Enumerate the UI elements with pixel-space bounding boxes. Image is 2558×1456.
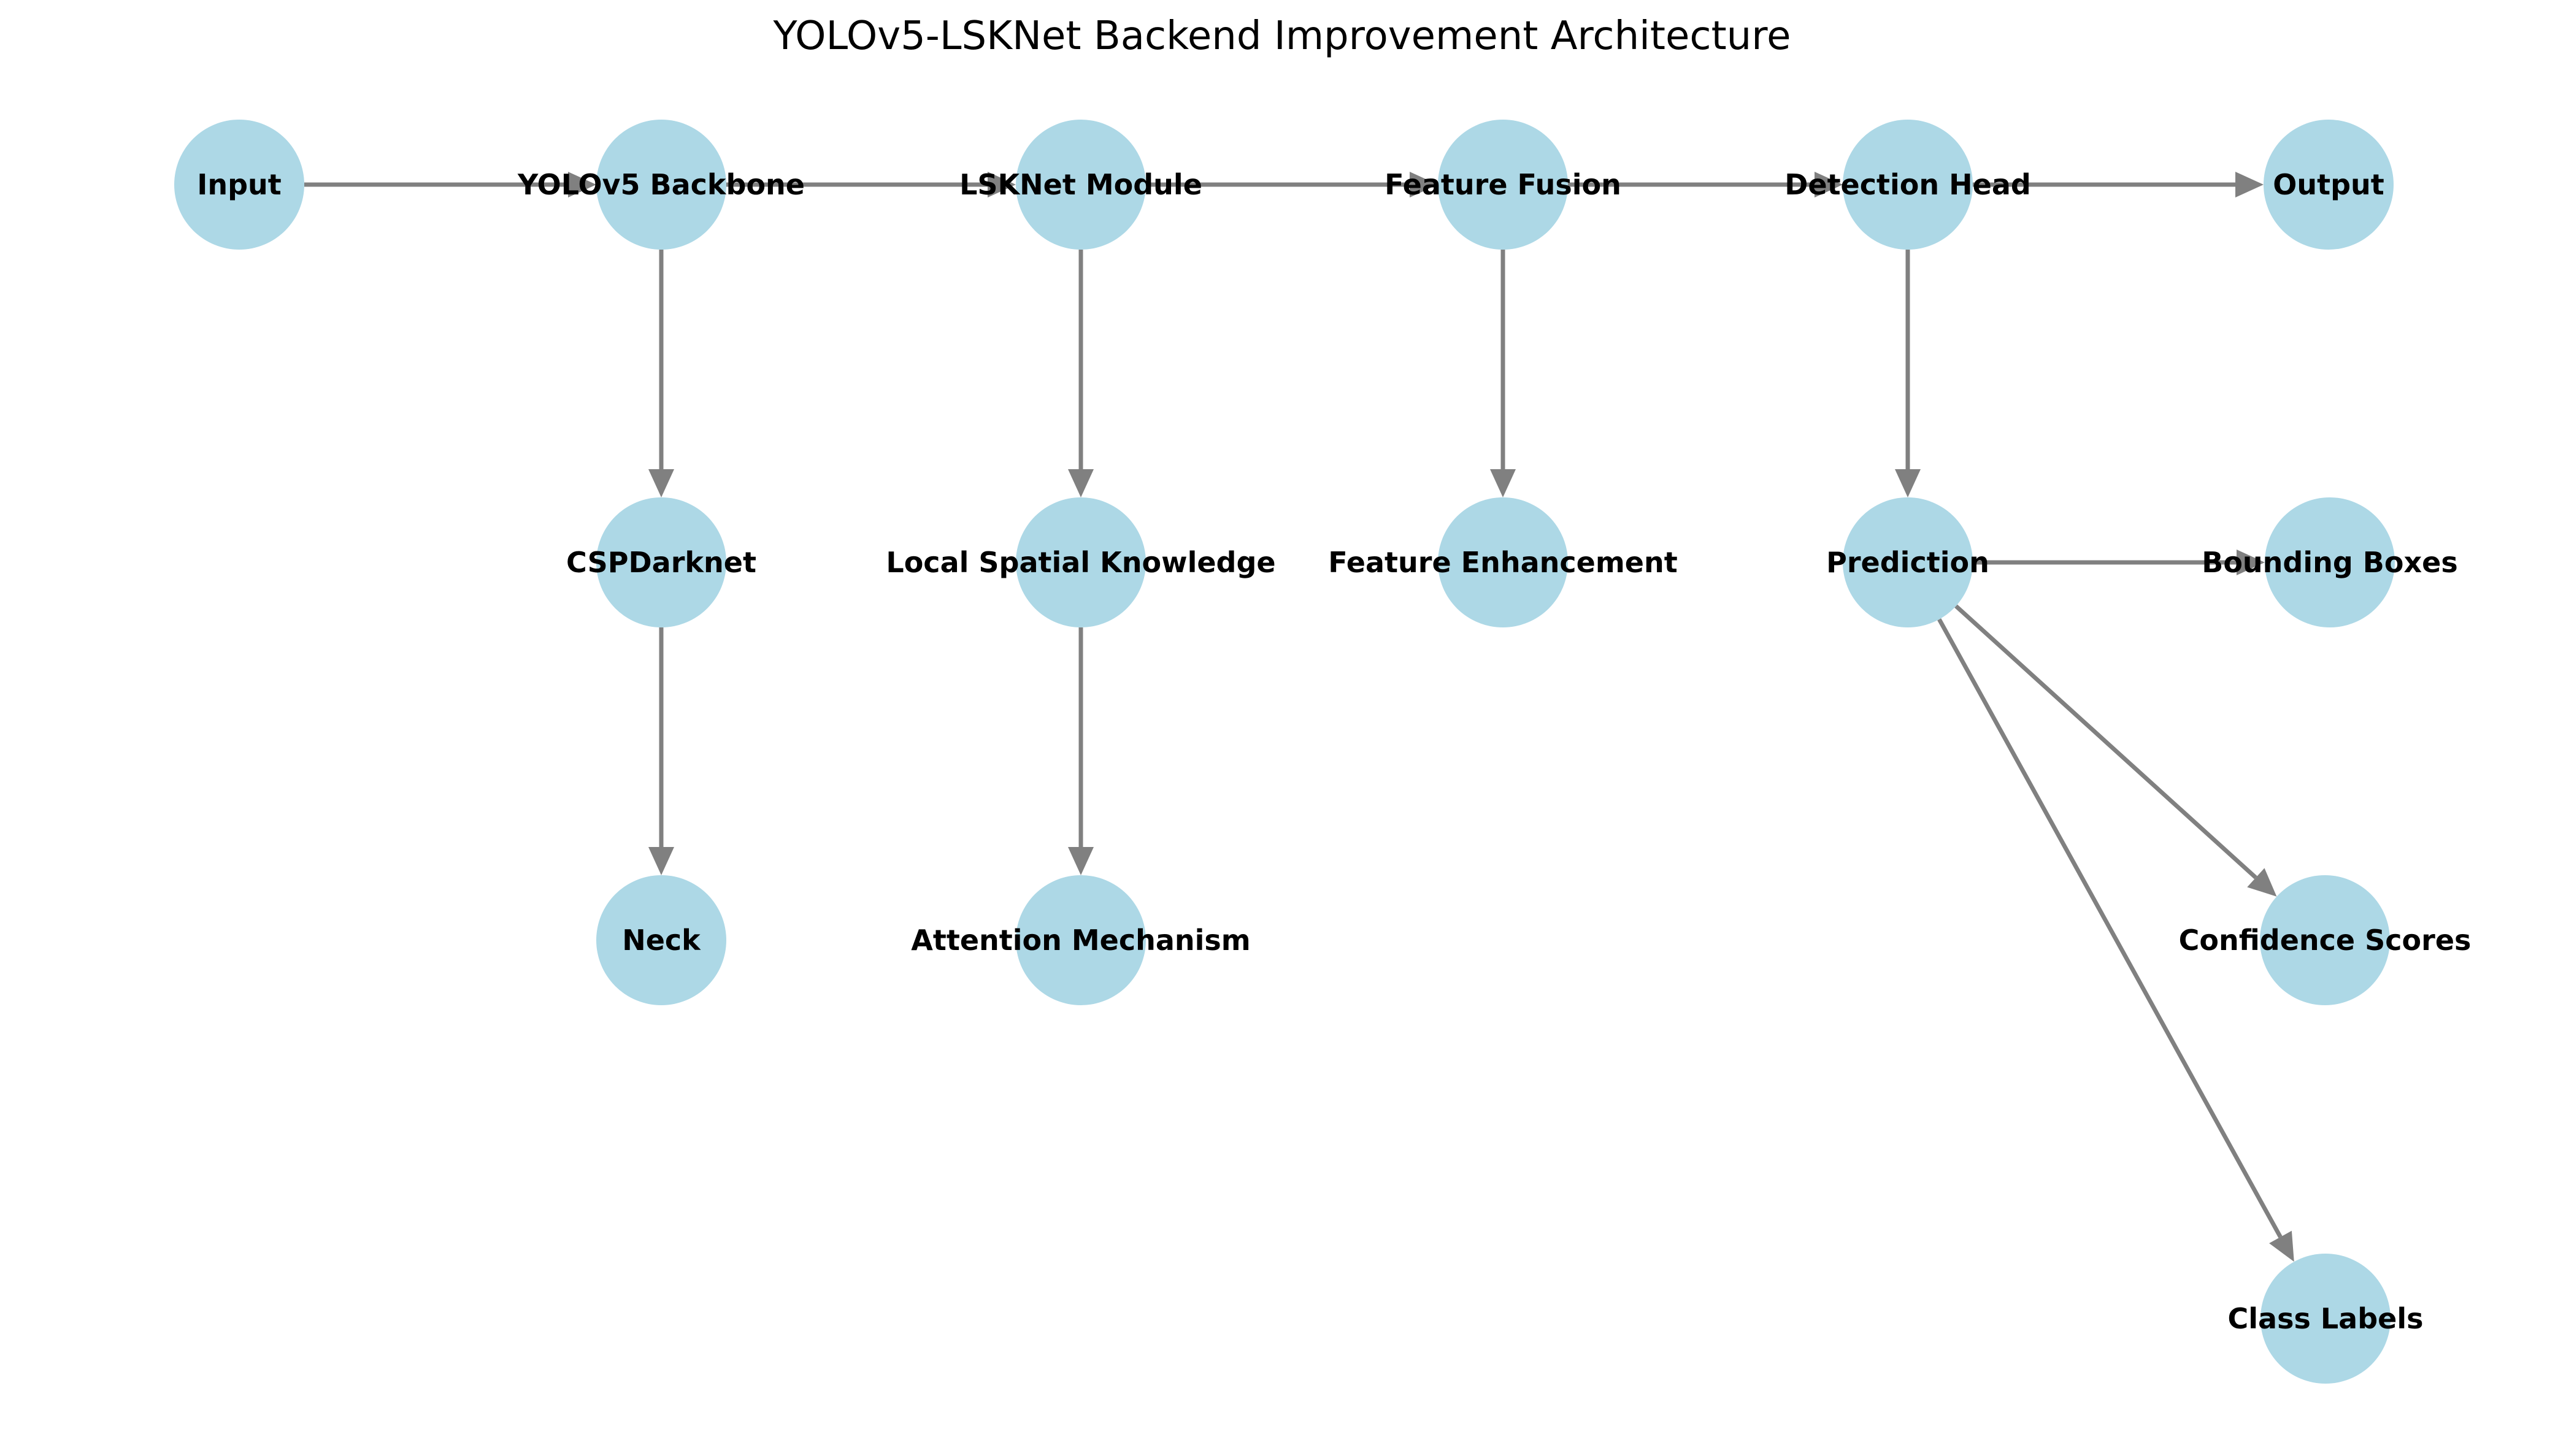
edge-cspdarknet-to-neck	[648, 627, 674, 875]
edge-line	[1954, 604, 2257, 879]
node-circle	[2260, 1254, 2391, 1384]
edge-prediction-to-class-labels	[1937, 618, 2294, 1262]
node-feature-fusion: Feature Fusion	[1385, 120, 1621, 250]
edge-detection-head-to-prediction	[1895, 250, 1921, 497]
edge-lsknet-module-to-local-spatial-knowledge	[1068, 250, 1094, 497]
node-cspdarknet: CSPDarknet	[566, 497, 756, 627]
node-label: Bounding Boxes	[2202, 546, 2457, 579]
edge-detection-head-to-output	[1973, 172, 2264, 197]
node-circle	[2264, 120, 2394, 250]
node-circle	[2265, 497, 2395, 627]
node-circle	[1843, 497, 1973, 627]
arrowhead-icon	[2237, 550, 2265, 575]
node-label: Class Labels	[2228, 1302, 2424, 1335]
node-label: YOLOv5 Backbone	[517, 168, 805, 201]
edge-feature-fusion-to-detection-head	[1568, 172, 1843, 197]
arrowhead-icon	[1410, 172, 1438, 197]
node-circle	[596, 497, 726, 627]
arrowhead-icon	[988, 172, 1016, 197]
node-label: Attention Mechanism	[911, 924, 1251, 957]
node-circle	[1016, 875, 1146, 1005]
node-input: Input	[174, 120, 304, 250]
node-label: Output	[2273, 168, 2384, 201]
arrowhead-icon	[648, 469, 674, 497]
node-label: Feature Fusion	[1385, 168, 1621, 201]
edge-line	[1937, 618, 2283, 1238]
node-circle	[596, 875, 726, 1005]
node-label: Detection Head	[1784, 168, 2031, 201]
node-class-labels: Class Labels	[2228, 1254, 2424, 1384]
node-label: Local Spatial Knowledge	[886, 546, 1275, 579]
arrowhead-icon	[1895, 469, 1921, 497]
node-detection-head: Detection Head	[1784, 120, 2031, 250]
node-output: Output	[2264, 120, 2394, 250]
arrowhead-icon	[1815, 172, 1843, 197]
node-prediction: Prediction	[1826, 497, 1989, 627]
node-bounding-boxes: Bounding Boxes	[2202, 497, 2458, 627]
arrowhead-icon	[1490, 469, 1516, 497]
node-label: Neck	[622, 924, 701, 957]
node-confidence-scores: Confidence Scores	[2179, 875, 2472, 1005]
node-label: Confidence Scores	[2179, 924, 2472, 957]
edge-local-spatial-knowledge-to-attention-mechanism	[1068, 627, 1094, 875]
arrowhead-icon	[2269, 1230, 2294, 1262]
arrowhead-icon	[568, 172, 596, 197]
node-label: CSPDarknet	[566, 546, 756, 579]
node-circle	[1438, 120, 1568, 250]
node-circle	[596, 120, 726, 250]
node-label: Feature Enhancement	[1328, 546, 1677, 579]
node-circle	[174, 120, 304, 250]
arrowhead-icon	[1068, 469, 1094, 497]
arrowhead-icon	[1068, 847, 1094, 875]
node-circle	[1016, 497, 1146, 627]
node-circle	[2260, 875, 2390, 1005]
node-local-spatial-knowledge: Local Spatial Knowledge	[886, 497, 1276, 627]
edges-layer	[304, 172, 2294, 1262]
node-attention-mechanism: Attention Mechanism	[911, 875, 1251, 1005]
node-label: LSKNet Module	[959, 168, 1202, 201]
node-label: Input	[197, 168, 282, 201]
arrowhead-icon	[648, 847, 674, 875]
diagram-title: YOLOv5-LSKNet Backend Improvement Archit…	[772, 13, 1791, 59]
edge-input-to-yolov5-backbone	[304, 172, 596, 197]
arrowhead-icon	[2235, 172, 2264, 197]
edge-lsknet-module-to-feature-fusion	[1146, 172, 1438, 197]
edge-yolov5-backbone-to-lsknet-module	[726, 172, 1016, 197]
node-circle	[1016, 120, 1146, 250]
edge-prediction-to-bounding-boxes	[1973, 550, 2265, 575]
node-circle	[1843, 120, 1973, 250]
arrowhead-icon	[2247, 868, 2277, 897]
edge-prediction-to-confidence-scores	[1954, 604, 2277, 897]
node-circle	[1438, 497, 1568, 627]
edge-feature-fusion-to-feature-enhancement	[1490, 250, 1516, 497]
node-lsknet-module: LSKNet Module	[959, 120, 1202, 250]
node-feature-enhancement: Feature Enhancement	[1328, 497, 1678, 627]
node-label: Prediction	[1826, 546, 1989, 579]
edge-yolov5-backbone-to-cspdarknet	[648, 250, 674, 497]
node-yolov5-backbone: YOLOv5 Backbone	[517, 120, 805, 250]
node-neck: Neck	[596, 875, 726, 1005]
